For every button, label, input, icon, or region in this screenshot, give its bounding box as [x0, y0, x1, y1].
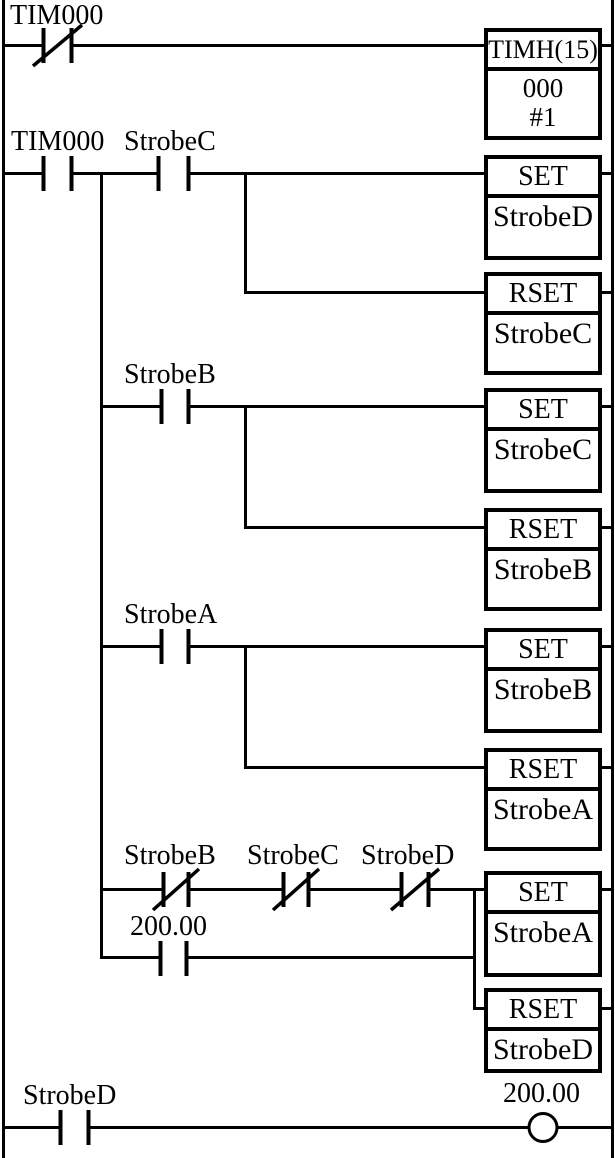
timer-setpoint: #1 [529, 102, 557, 132]
contact-label: 200.00 [130, 911, 207, 942]
rset-strobeb-box: RSET StrobeB [484, 508, 602, 611]
rset-strobec-box: RSET StrobeC [484, 272, 602, 375]
box-operand: StrobeC [493, 433, 593, 466]
timh-timer-box: TIMH(15) 000 #1 [484, 28, 602, 140]
contact-strobec-nc [271, 867, 321, 912]
contact-label: StrobeC [247, 840, 339, 871]
box-operand: StrobeA [493, 916, 593, 949]
contact-strobea-no [159, 629, 191, 664]
box-header: SET [488, 392, 598, 431]
contact-20000-no [158, 941, 189, 976]
nc-slash [271, 867, 321, 912]
box-header: SET [488, 159, 598, 198]
contact-label: StrobeB [124, 840, 216, 871]
contact-label: StrobeD [23, 1080, 117, 1111]
coil-label: 200.00 [503, 1078, 580, 1109]
contact-strobec-no [156, 156, 191, 191]
set-strobea-box: SET StrobeA [484, 871, 602, 977]
set-strobec-box: SET StrobeC [484, 388, 602, 493]
contact-label: StrobeC [124, 126, 216, 157]
contact-tim000-no [41, 156, 74, 191]
box-header: TIMH(15) [488, 32, 598, 71]
contact-strobed-nc [389, 867, 441, 912]
box-operand: StrobeB [493, 673, 593, 706]
nc-slash [31, 23, 84, 68]
contact-label: StrobeA [124, 599, 218, 630]
contact-strobeb-nc [151, 867, 201, 912]
timer-number: 000 [522, 73, 564, 103]
contact-label: StrobeB [124, 359, 216, 390]
box-header: RSET [488, 512, 598, 551]
contact-strobeb-no [159, 389, 191, 424]
box-operand: StrobeA [493, 793, 593, 826]
box-header: RSET [488, 992, 598, 1031]
nc-slash [151, 867, 201, 912]
rset-strobea-box: RSET StrobeA [484, 748, 602, 851]
box-header: SET [488, 632, 598, 671]
box-operand: StrobeD [493, 200, 593, 233]
contact-label: TIM000 [10, 0, 104, 31]
box-header: RSET [488, 276, 598, 315]
box-operand: StrobeD [493, 1033, 593, 1066]
contact-tim000-nc [31, 23, 84, 68]
set-strobed-box: SET StrobeD [484, 155, 602, 260]
box-header: RSET [488, 752, 598, 791]
contact-label: TIM000 [11, 126, 105, 157]
box-operand: StrobeB [493, 553, 593, 586]
contact-strobed-no [58, 1110, 91, 1145]
output-coil [527, 1112, 559, 1143]
box-operand: StrobeC [493, 317, 593, 350]
box-body: 000 #1 [488, 71, 598, 132]
contact-label: StrobeD [361, 840, 455, 871]
rset-strobed-box: RSET StrobeD [484, 988, 602, 1073]
set-strobeb-box: SET StrobeB [484, 628, 602, 733]
nc-slash [389, 867, 441, 912]
box-header: SET [488, 875, 598, 914]
